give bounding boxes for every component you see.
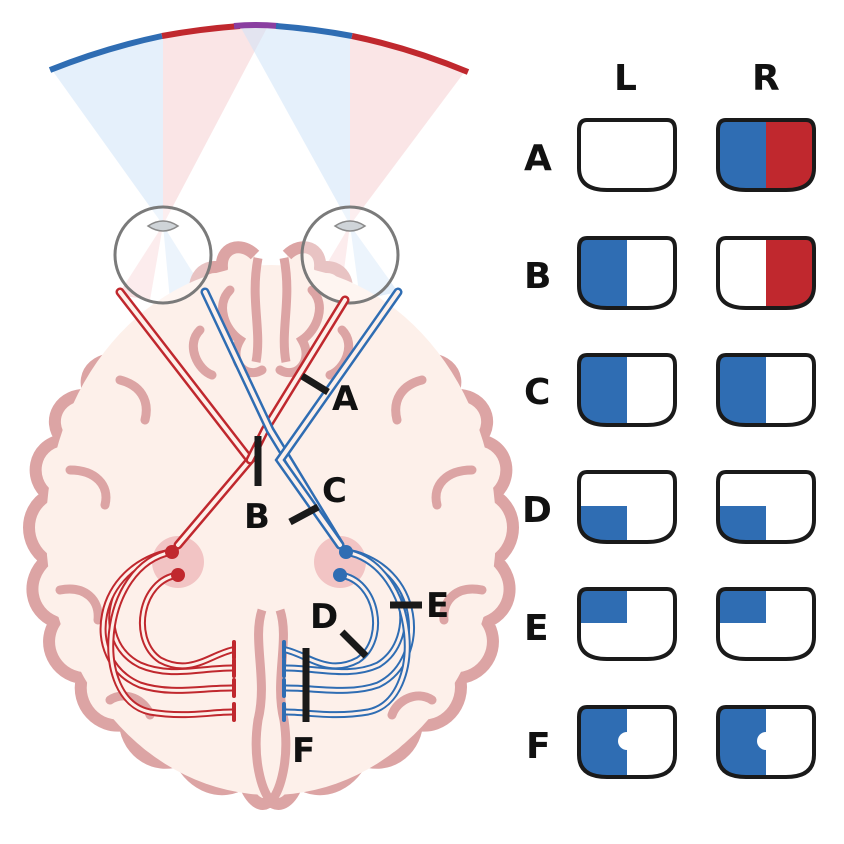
row-label-d: D (522, 490, 552, 531)
right-eye-inner-red (350, 225, 398, 300)
field-right-half (766, 120, 814, 190)
visual-field-cones (52, 26, 466, 300)
lesion-label-a: A (332, 379, 359, 419)
right-lens (333, 220, 367, 232)
field-a-left (577, 118, 677, 192)
column-label-right: R (752, 58, 780, 99)
field-b-left (577, 236, 677, 310)
field-a-right (716, 118, 816, 192)
field-e-right (716, 587, 816, 661)
field-upper-left-quadrant (718, 589, 766, 623)
left-radiation-3-inner (140, 573, 234, 668)
field-right-half (766, 238, 814, 308)
row-label-f: F (526, 726, 551, 767)
field-outline (577, 587, 677, 661)
field-outline (716, 353, 816, 427)
field-diagrams (577, 118, 816, 779)
arc-left-blue (48, 33, 163, 73)
right-lgn-body (314, 536, 366, 588)
visual-field-arc (48, 22, 470, 75)
field-outline (577, 470, 677, 544)
field-c-right (716, 353, 816, 427)
lesion-bar-c (288, 503, 320, 526)
left-eye (113, 205, 213, 305)
field-table: L R A B C D E F (522, 58, 816, 779)
eyes (113, 205, 400, 305)
lesion-bar-a (300, 373, 330, 395)
right-eye (300, 205, 400, 305)
left-radiation-4-inner (109, 550, 234, 717)
frontal-gyri (55, 285, 487, 720)
optic-pathways (99, 287, 415, 722)
field-e-left (577, 587, 677, 661)
right-eye-temporal-cone (240, 26, 350, 225)
field-d-right (716, 470, 816, 544)
field-b-right (716, 236, 816, 310)
row-label-b: B (524, 256, 551, 297)
brain-core (46, 265, 496, 795)
lesion-label-e: E (426, 586, 449, 626)
left-eye-inner-red (118, 225, 163, 300)
lesion-bars (254, 373, 422, 722)
field-left-half (718, 120, 766, 190)
right-lgn-dot-2 (333, 568, 347, 582)
field-c-left (577, 353, 677, 427)
row-label-e: E (524, 608, 549, 649)
field-outline (577, 236, 677, 310)
field-left-half (579, 355, 627, 425)
field-left-half (579, 238, 627, 308)
lesion-bar-d (339, 629, 369, 659)
field-f-left (577, 705, 677, 779)
field-outline (577, 118, 677, 192)
left-radiation-2-inner (101, 550, 234, 692)
brain (23, 241, 519, 810)
field-outline (577, 353, 677, 427)
lesion-label-f: F (292, 731, 315, 771)
left-eye-nasal-cone (163, 26, 268, 225)
left-lgn-body (152, 536, 204, 588)
field-f-right (716, 705, 816, 779)
lesion-label-b: B (244, 497, 270, 537)
arc-overlap-purple (233, 22, 279, 29)
field-outline (716, 118, 816, 192)
arc-right-blue (275, 23, 353, 39)
field-outline (577, 705, 677, 779)
field-outline (716, 705, 816, 779)
macular-sparing (757, 732, 775, 750)
macular-sparing (618, 732, 636, 750)
frontal-fissure (250, 257, 292, 363)
arc-left-red (161, 23, 241, 39)
field-upper-left-quadrant (579, 589, 627, 623)
lesion-label-d: D (310, 597, 338, 637)
lesion-label-c: C (322, 471, 347, 511)
lesion-labels: A B C D E F (244, 379, 449, 771)
field-outline (716, 236, 816, 310)
right-radiation-4-inner (284, 550, 409, 717)
left-lgn-dot-1 (165, 545, 179, 559)
right-lgn-dot-1 (339, 545, 353, 559)
field-outline (716, 587, 816, 661)
column-label-left: L (614, 58, 637, 99)
row-label-c: C (524, 372, 550, 413)
arc-right-red (351, 33, 470, 75)
row-label-a: A (524, 138, 552, 179)
field-background (579, 120, 675, 190)
pathway-blue-right-eye-inner (277, 290, 400, 547)
lgn-nuclei (165, 545, 353, 582)
left-lens (146, 220, 180, 232)
field-d-left (577, 470, 677, 544)
left-lgn-dot-2 (171, 568, 185, 582)
field-outline (716, 470, 816, 544)
right-radiation-2-inner (284, 550, 413, 692)
right-eye-nasal-cone (350, 36, 466, 225)
left-eye-temporal-cone (52, 36, 163, 225)
field-left-half (718, 355, 766, 425)
